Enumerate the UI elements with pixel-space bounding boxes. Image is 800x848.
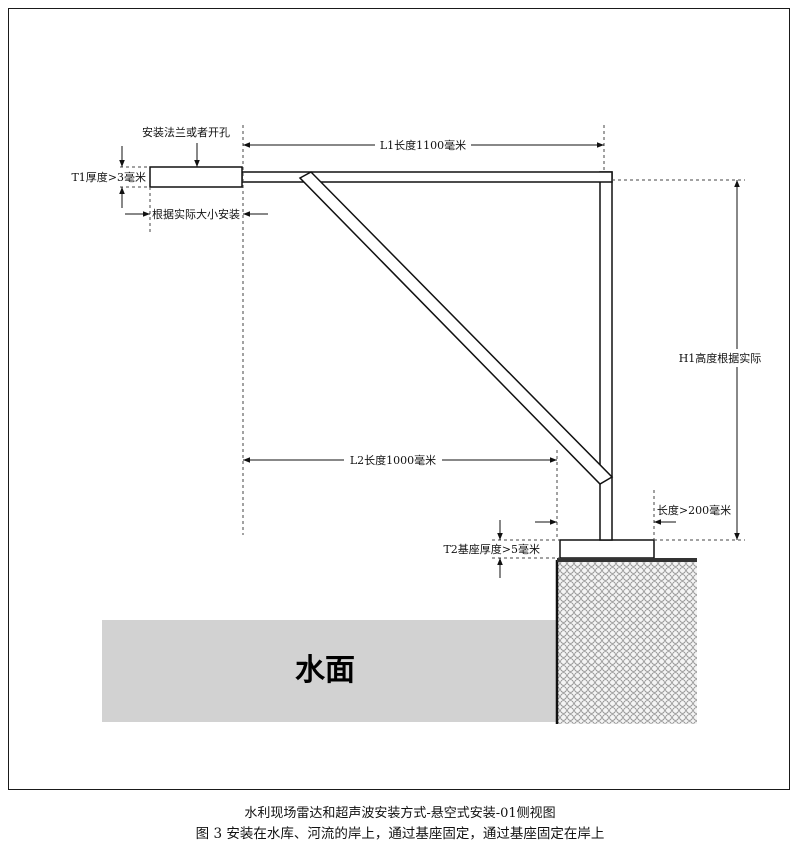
t2-base-thickness-label: T2基座厚度>5毫米 xyxy=(443,542,540,556)
diagonal-brace xyxy=(298,171,614,485)
h1-height-label: H1高度根据实际 xyxy=(679,351,762,365)
water-surface xyxy=(102,620,557,722)
l1-length-label: L1长度1100毫米 xyxy=(380,138,466,152)
horizontal-arm xyxy=(241,171,613,183)
diagram-title: 水利现场雷达和超声波安装方式-悬空式安装-01侧视图 xyxy=(244,806,556,821)
length-200-label: 长度>200毫米 xyxy=(657,503,731,517)
install-size-label: 根据实际大小安装 xyxy=(152,207,240,221)
flange-label: 安装法兰或者开孔 xyxy=(142,125,230,139)
t1-thickness-label: T1厚度>3毫米 xyxy=(71,170,146,184)
side-view-diagram: 水面 xyxy=(71,125,762,724)
river-bank xyxy=(557,562,697,724)
mounting-flange xyxy=(149,166,243,188)
vertical-post xyxy=(599,171,613,541)
l2-length-label: L2长度1000毫米 xyxy=(350,453,436,467)
ground-strip xyxy=(557,558,697,562)
water-label: 水面 xyxy=(295,653,355,688)
base-plate xyxy=(559,539,655,559)
extension-lines xyxy=(120,125,745,559)
figure-caption: 图 3 安装在水库、河流的岸上，通过基座固定，通过基座固定在岸上 xyxy=(195,826,605,842)
diagram-frame xyxy=(8,8,790,790)
